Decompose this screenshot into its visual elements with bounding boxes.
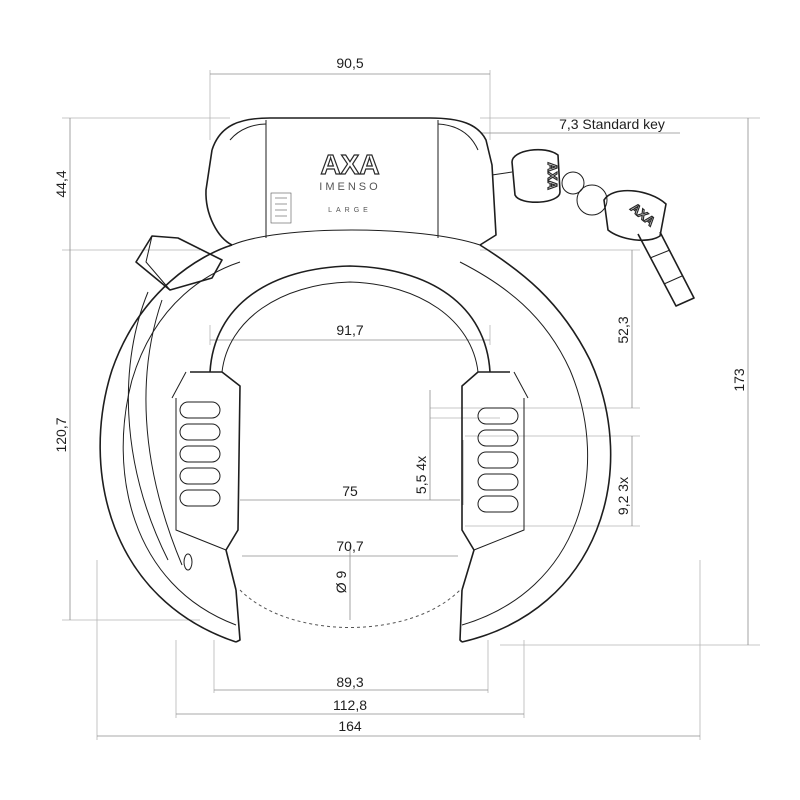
key2-brand-logo: AXA <box>628 200 659 230</box>
dim-top-width: 90,5 <box>336 55 363 71</box>
brand-logo: AXA <box>320 149 379 180</box>
model-name: IMENSO <box>319 181 380 193</box>
dimension-lines <box>69 73 749 737</box>
dim-slot-pitch: 9,2 3x <box>615 477 631 515</box>
left-ribs <box>179 401 221 507</box>
keys <box>491 148 695 307</box>
hidden-shackle-outline <box>239 589 461 628</box>
dim-key-label: 7,3 Standard key <box>559 116 665 132</box>
dim-inner-width: 91,7 <box>336 322 363 338</box>
lock-body <box>99 117 612 643</box>
dim-slot-height: 52,3 <box>615 316 631 343</box>
dim-slot-spacing: 5,5 4x <box>413 456 429 494</box>
dim-overall-width: 164 <box>338 718 362 734</box>
right-ribs <box>477 407 519 513</box>
size-label: LARGE <box>328 207 372 214</box>
dim-bottom-mid: 112,8 <box>333 697 367 713</box>
dim-opening-width: 70,7 <box>336 538 363 554</box>
dim-total-height: 173 <box>731 368 747 392</box>
engraved-code-block <box>270 192 292 224</box>
dim-shackle-diameter: Ø 9 <box>333 571 349 594</box>
extension-lines <box>62 70 760 740</box>
dim-upper-height: 44,4 <box>53 170 69 197</box>
dim-bottom-inner: 89,3 <box>336 674 363 690</box>
dim-shackle-width: 75 <box>342 483 358 499</box>
dim-body-height: 120,7 <box>53 417 69 452</box>
key-brand-logo: AXA <box>545 162 560 190</box>
